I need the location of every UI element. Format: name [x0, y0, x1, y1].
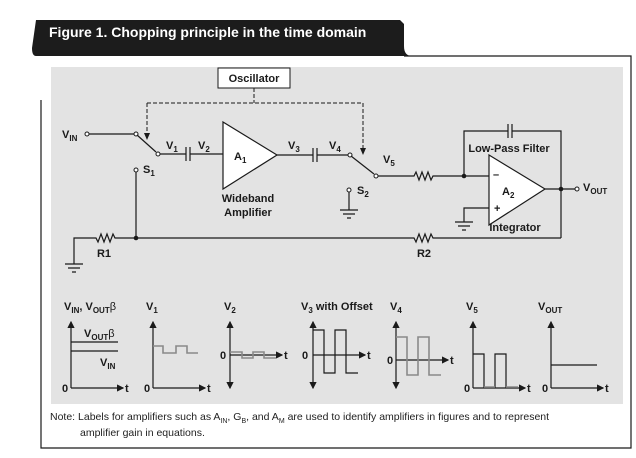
- svg-text:–: –: [493, 169, 499, 181]
- figure-title: Figure 1. Chopping principle in the time…: [49, 24, 366, 40]
- vout-label: VOUT: [583, 182, 607, 196]
- svg-text:V1: V1: [146, 301, 158, 315]
- s2-switch: [373, 173, 379, 179]
- waveform-v2: V2 0 t: [220, 301, 288, 390]
- waveform-vout: VOUT 0 t: [538, 301, 609, 395]
- svg-text:t: t: [527, 383, 531, 395]
- input-resistor: [378, 170, 499, 182]
- svg-text:V3: V3: [288, 140, 300, 154]
- r1-resistor: [65, 232, 136, 273]
- svg-text:Wideband: Wideband: [222, 193, 274, 205]
- svg-text:0: 0: [302, 350, 308, 362]
- waveform-v1: V1 0 t: [144, 301, 211, 395]
- svg-text:t: t: [207, 383, 211, 395]
- svg-text:0: 0: [542, 383, 548, 395]
- svg-text:t: t: [367, 350, 371, 362]
- svg-text:Amplifier: Amplifier: [224, 207, 272, 219]
- svg-text:Low-Pass Filter: Low-Pass Filter: [468, 143, 550, 155]
- svg-text:0: 0: [464, 383, 470, 395]
- svg-text:R2: R2: [417, 248, 431, 260]
- svg-text:0: 0: [220, 350, 226, 362]
- vin-label: VIN: [62, 129, 78, 143]
- svg-text:VOUT: VOUT: [538, 301, 562, 315]
- svg-text:VOUTβ: VOUTβ: [84, 328, 115, 342]
- oscillator-control-lines: [146, 88, 364, 151]
- wideband-amplifier-a1: [222, 120, 279, 191]
- oscillator-label: Oscillator: [229, 73, 280, 85]
- note-line-2: amplifier gain in equations.: [80, 427, 205, 439]
- svg-text:V2: V2: [198, 140, 210, 154]
- svg-text:+: +: [494, 203, 500, 215]
- svg-text:R1: R1: [97, 248, 111, 260]
- svg-text:V3 with Offset: V3 with Offset: [301, 301, 373, 315]
- title-tab: [32, 20, 412, 56]
- svg-text:VIN: VIN: [100, 357, 116, 371]
- svg-text:0: 0: [144, 383, 150, 395]
- waveform-vin-voutb: VIN, VOUTβ 0 t VOUTβ VIN: [62, 301, 129, 395]
- svg-text:V1: V1: [166, 140, 178, 154]
- svg-text:VIN, VOUTβ: VIN, VOUTβ: [64, 301, 116, 315]
- svg-text:Integrator: Integrator: [489, 222, 541, 234]
- svg-text:V5: V5: [466, 301, 478, 315]
- svg-text:t: t: [125, 383, 129, 395]
- svg-text:V4: V4: [329, 140, 341, 154]
- frame-border: [40, 55, 632, 449]
- r2-resistor: [136, 232, 561, 244]
- svg-text:t: t: [605, 383, 609, 395]
- note-line-1: Note: Labels for amplifiers such as AIN,…: [50, 411, 549, 425]
- svg-text:V4: V4: [390, 301, 402, 315]
- svg-text:t: t: [450, 355, 454, 367]
- waveform-v3: V3 with Offset 0 t: [301, 301, 373, 390]
- waveform-v4: V4 0 t: [387, 301, 454, 390]
- svg-text:t: t: [284, 350, 288, 362]
- svg-text:V5: V5: [383, 154, 395, 168]
- integrator-a2: [488, 153, 547, 227]
- waveform-v5: V5 0 t: [464, 301, 531, 395]
- diagram-panel: [51, 67, 623, 404]
- s2-label: S2: [357, 185, 369, 199]
- svg-text:A1: A1: [234, 151, 247, 165]
- svg-text:0: 0: [62, 383, 68, 395]
- svg-text:A2: A2: [502, 186, 515, 200]
- svg-text:0: 0: [387, 355, 393, 367]
- s1-label: S1: [143, 164, 155, 178]
- svg-text:V2: V2: [224, 301, 236, 315]
